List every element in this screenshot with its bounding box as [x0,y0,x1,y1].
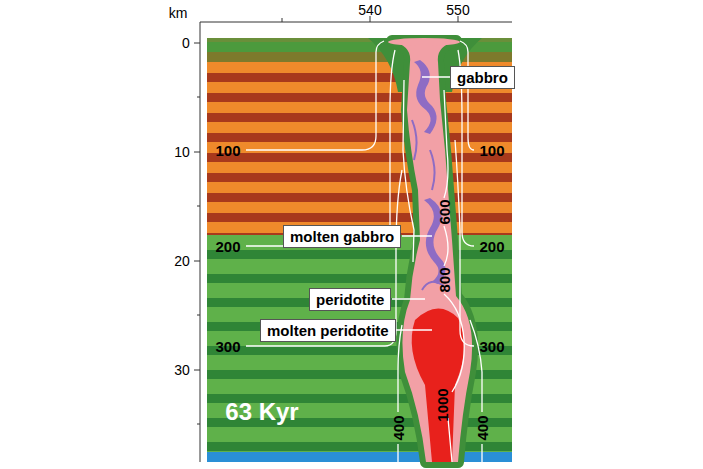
isotherm-line [444,90,448,266]
left-axis [200,22,201,462]
box-label: peridotite [316,290,384,309]
isotherm-label: 200 [215,239,240,254]
isotherm-line [444,294,464,462]
time-label: 63 Kyr [225,400,298,424]
axis-tick [194,43,200,44]
isotherm-line [403,80,414,262]
axis-label: 550 [446,3,469,17]
axis-tick [197,206,200,207]
isotherm-line [246,170,402,346]
leader-line [396,329,432,331]
isotherm-label: 1000 [435,388,450,421]
isotherm-label: 300 [215,339,240,354]
isotherm-label: 400 [391,415,406,440]
gabbro-swirl [414,60,437,134]
top-axis [200,22,512,23]
depth-label: 20 [174,254,190,268]
leader-line [422,76,450,78]
depth-label: 30 [174,363,190,377]
axis-tick [282,18,283,22]
axis-label: 540 [358,3,381,17]
depth-label: 0 [182,36,190,50]
label-box: peridotite [309,288,391,311]
isotherm-line [246,41,384,150]
isotherm-line [398,325,402,462]
box-label: molten gabbro [290,227,394,246]
axis-tick [197,424,200,425]
label-box: gabbro [450,66,515,89]
label-box: molten peridotite [260,319,396,342]
isotherm-line [455,140,474,346]
axis-tick [194,152,200,153]
leader-line [402,235,432,237]
isotherm-label: 600 [437,199,452,224]
axis-tick [194,261,200,262]
isotherm-label: 300 [479,339,504,354]
isotherm-line [246,50,395,246]
box-label: gabbro [457,68,508,87]
isotherm-label: 400 [475,415,490,440]
base-layer [207,452,512,462]
axis-tick [194,370,200,371]
isotherms [246,41,482,462]
axis-tick [197,97,200,98]
isotherm-label: 800 [437,267,452,292]
depth-label: 10 [174,145,190,159]
axis-tick [197,315,200,316]
isotherm-label: 200 [479,239,504,254]
box-label: molten peridotite [267,321,389,340]
leader-line [392,298,425,300]
axis-label: km [169,6,188,20]
plume-cap [388,38,460,46]
isotherm-label: 100 [215,143,240,158]
label-box: molten gabbro [283,225,401,248]
isotherm-label: 100 [479,143,504,158]
